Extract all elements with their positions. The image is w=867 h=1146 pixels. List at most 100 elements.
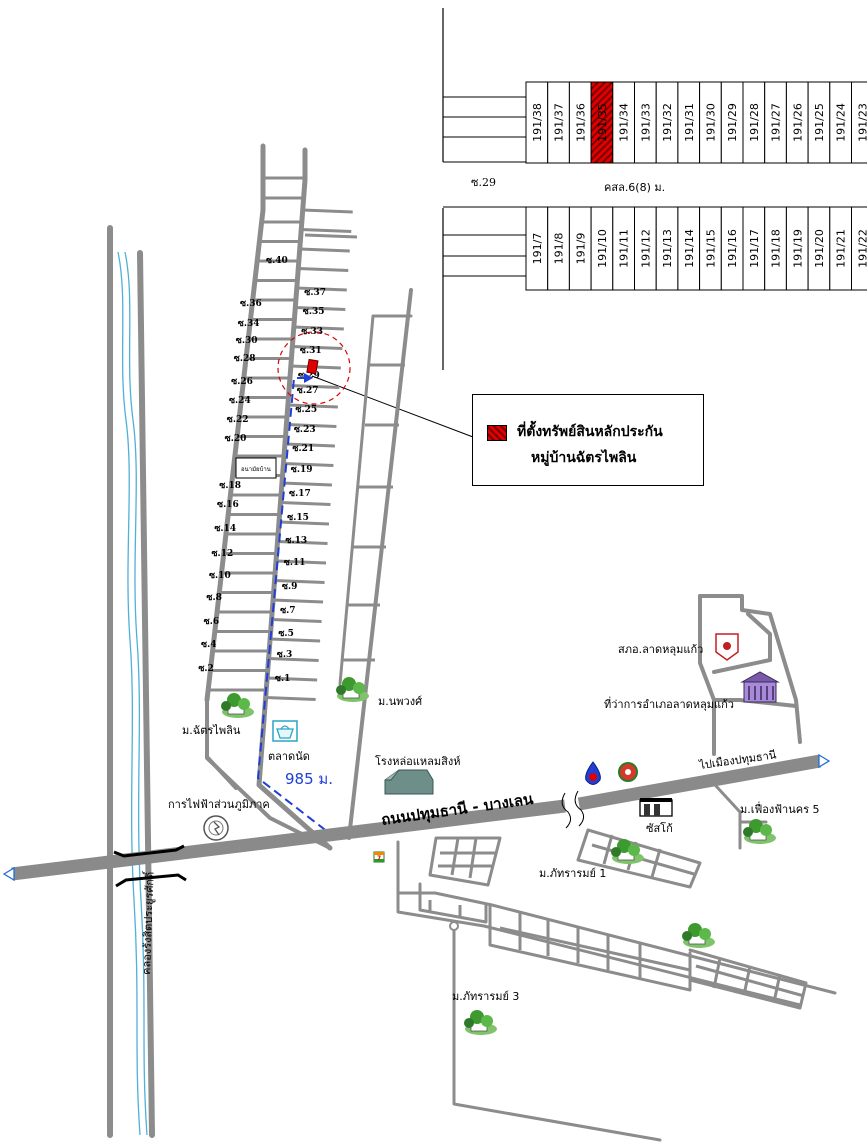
soi-right-label: ซ.31 — [300, 346, 322, 356]
district-road-network — [698, 594, 802, 850]
canal-label: คลองรังสิตประยูรศักดิ์ — [138, 870, 157, 975]
soi-right-label: ซ.11 — [284, 558, 306, 568]
factory-icon — [384, 769, 434, 795]
plot-191-38: 191/38 — [525, 81, 549, 164]
plot-label: 191/17 — [748, 229, 761, 268]
gas-station-icon — [585, 761, 601, 785]
police-station-icon — [715, 633, 739, 661]
health-center-building — [235, 457, 277, 479]
tree-icon — [464, 1010, 497, 1035]
soi-right-label: ซ.25 — [295, 405, 317, 415]
soi-left-label: ซ.34 — [238, 319, 260, 329]
plot-label: 191/31 — [683, 103, 696, 142]
soi-left-label: ซ.2 — [198, 664, 214, 674]
soi-right-label: ซ.35 — [303, 307, 325, 317]
tree-icon — [611, 839, 644, 864]
soi-left-label: ซ.6 — [204, 617, 220, 627]
soi-left-label: ซ.26 — [231, 377, 253, 387]
legend-box: ที่ตั้งทรัพย์สินหลักประกัน หมู่บ้านฉัตรไ… — [472, 394, 704, 486]
soi-left-label: ซ.10 — [209, 571, 231, 581]
plot-label: 191/22 — [856, 229, 867, 268]
police-label: สภอ.ลาดหลุมแก้ว — [618, 643, 703, 656]
plot-label: 191/14 — [683, 229, 696, 268]
plot-label: 191/29 — [726, 103, 739, 142]
plot-191-12: 191/12 — [634, 206, 657, 291]
health-center-label: อนามัยบ้าน — [241, 466, 271, 473]
plot-191-8: 191/8 — [547, 206, 570, 291]
plot-label: 191/19 — [791, 229, 804, 268]
tree-icon — [743, 819, 776, 844]
plot-label: 191/18 — [770, 229, 783, 268]
plot-191-35: 191/35 — [590, 81, 614, 164]
village-phattharam1-label: ม.ภัทรารมย์ 1 — [539, 867, 606, 880]
plot-label: 191/32 — [661, 103, 674, 142]
soi-left-label: ซ.16 — [217, 500, 239, 510]
susco-label: ซัสโก้ — [646, 821, 673, 835]
plot-label: 191/36 — [574, 103, 587, 142]
legend-village-label: หมู่บ้านฉัตรไพลิน — [531, 450, 637, 466]
soi-right-label: ซ.7 — [280, 606, 296, 616]
soi-left-label: ซ.4 — [201, 640, 217, 650]
district-office-label: ที่ว่าการอำเภอลาดหลุมแก้ว — [604, 696, 734, 711]
plot-label: 191/30 — [704, 103, 717, 142]
plot-191-13: 191/13 — [655, 206, 679, 291]
plot-191-32: 191/32 — [655, 81, 679, 164]
plot-label: 191/27 — [770, 103, 783, 142]
plot-191-15: 191/15 — [699, 206, 722, 291]
tree-icon — [682, 923, 715, 948]
plot-label: 191/28 — [748, 103, 761, 142]
plot-191-37: 191/37 — [547, 81, 570, 164]
plot-191-19: 191/19 — [785, 206, 809, 291]
convenience-store-icon: 7 — [373, 851, 385, 863]
plot-label: 191/26 — [791, 103, 804, 142]
plot-191-23: 191/23 — [851, 81, 867, 164]
plot-label: 191/10 — [596, 229, 609, 268]
soi-left-label: ซ.22 — [227, 415, 249, 425]
plot-191-11: 191/11 — [612, 206, 635, 291]
factory-label: โรงหล่อแหลมสิงห์ — [375, 754, 460, 768]
plot-191-14: 191/14 — [677, 206, 701, 291]
plot-191-30: 191/30 — [699, 81, 722, 164]
plot-191-22: 191/22 — [851, 206, 867, 291]
market-icon — [272, 720, 298, 742]
soi-left-label: ซ.30 — [236, 336, 258, 346]
village-chatpailin-label: ม.ฉัตรไพลิน — [182, 724, 241, 737]
plot-label: 191/15 — [704, 229, 717, 268]
plot-191-36: 191/36 — [568, 81, 592, 164]
plot-label: 191/11 — [618, 229, 631, 268]
canal: คลองรังสิตประยูรศักดิ์ — [107, 225, 157, 1138]
soi-29-label: ซ.29 — [471, 176, 496, 189]
soi-left-label: ซ.40 — [266, 256, 288, 266]
plot-191-7: 191/7 — [525, 206, 549, 291]
plot-191-20: 191/20 — [807, 206, 831, 291]
plot-label: 191/7 — [531, 233, 544, 265]
soi-right-label: ซ.1 — [275, 674, 291, 684]
village-fueangfa-label: ม.เฟื่องฟ้านคร 5 — [740, 801, 820, 816]
south-road-network — [396, 828, 837, 1142]
plot-label: 191/23 — [856, 103, 867, 142]
village-road-network: ซ.40ซ.36ซ.34ซ.30ซ.28ซ.26ซ.24ซ.22ซ.20ซ.18… — [198, 143, 413, 851]
plot-label: 191/16 — [726, 229, 739, 268]
plot-label: 191/33 — [639, 103, 652, 142]
soi-left-label: ซ.18 — [219, 481, 241, 491]
plot-191-25: 191/25 — [807, 81, 831, 164]
soi-right-label: ซ.5 — [278, 629, 294, 639]
legend-collateral-label: ที่ตั้งทรัพย์สินหลักประกัน — [517, 424, 663, 440]
target-location-marker — [277, 331, 351, 405]
soi-right-label: ซ.15 — [287, 513, 309, 523]
soi-left-label: ซ.20 — [225, 434, 247, 444]
soi-left-label: ซ.28 — [234, 354, 256, 364]
plot-191-31: 191/31 — [677, 81, 701, 164]
distance-label: 985 ม. — [285, 770, 333, 788]
plot-label: 191/38 — [531, 103, 544, 142]
tree-icon — [336, 677, 369, 702]
plot-label: 191/21 — [835, 229, 848, 268]
main-road — [2, 753, 831, 888]
soi-right-label: ซ.13 — [285, 536, 307, 546]
soi-left-label: ซ.14 — [214, 524, 236, 534]
soi-left-label: ซ.36 — [240, 299, 262, 309]
